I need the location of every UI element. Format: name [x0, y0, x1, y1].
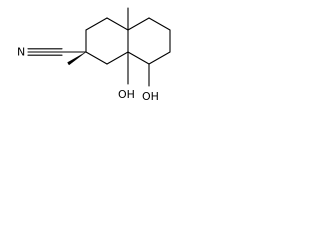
bond-c6-c7 — [127, 17, 150, 31]
bond-c1-c2 — [85, 17, 108, 31]
right-ring — [127, 17, 171, 65]
bond-c10-c5 — [127, 51, 150, 65]
hydroxyl-label-ring: OH — [142, 90, 159, 103]
wedge-bond-methyl — [67, 51, 87, 66]
hydroxyl-label-ring-fusion: OH — [118, 88, 135, 101]
bond-c4-c5 — [106, 51, 129, 65]
hydroxyl-group-ring: OH — [142, 63, 159, 103]
left-ring — [85, 17, 129, 65]
nitrile-group: N — [15, 45, 87, 59]
nitrogen-label: N — [17, 46, 25, 59]
nitrogen-label-background — [15, 45, 27, 59]
bond-c9-c10 — [148, 51, 171, 65]
hydroxyl-group-ring-fusion: OH — [118, 51, 135, 101]
chemical-structure-diagram: N OH OH — [15, 7, 171, 103]
bond-c6-c1 — [106, 17, 129, 31]
bond-c3-c4 — [85, 51, 108, 65]
bond-c7-c8 — [148, 17, 171, 31]
